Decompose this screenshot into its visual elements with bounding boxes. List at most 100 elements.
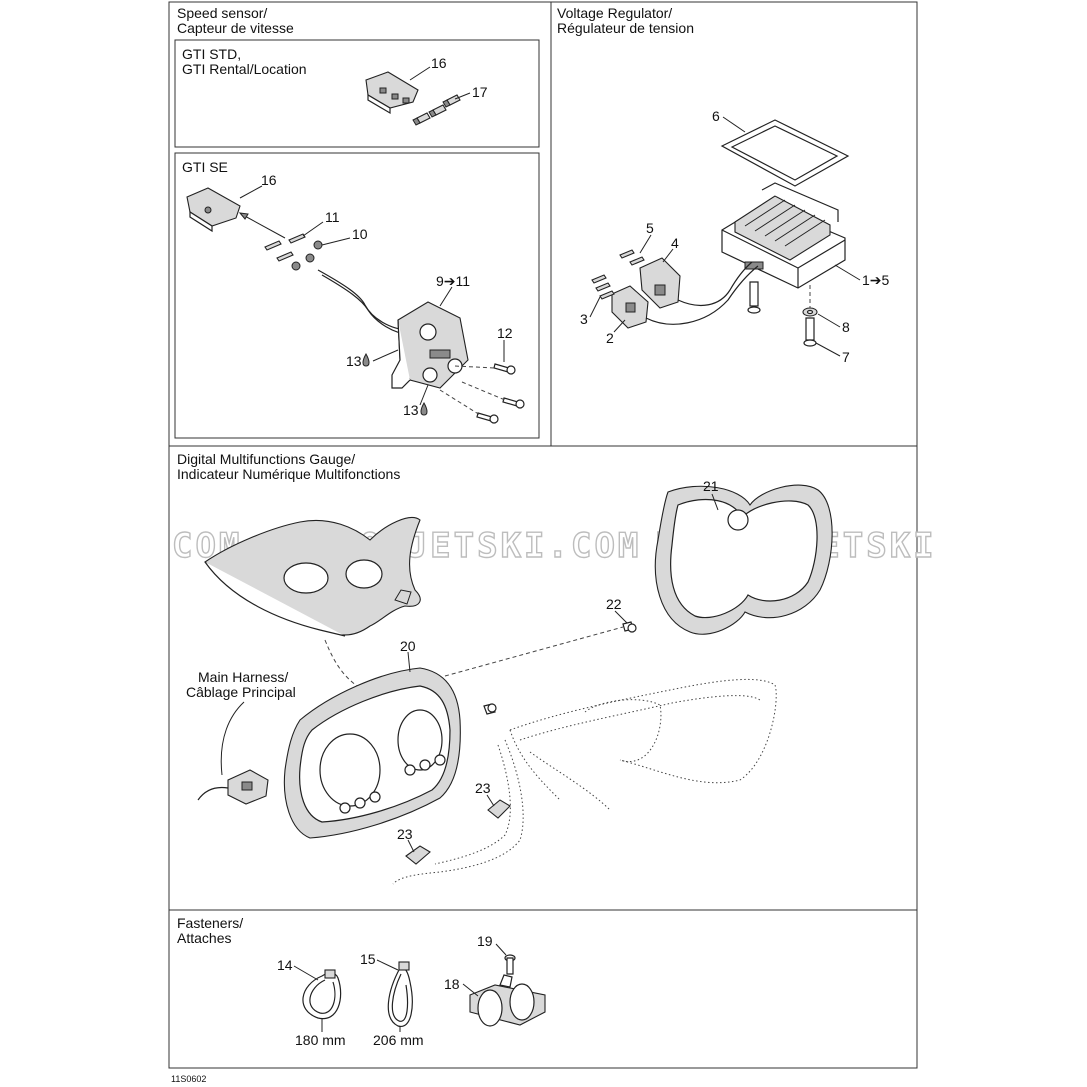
speed-sensor-title-2: Capteur de vitesse: [177, 20, 294, 36]
callout-std-17: 17: [472, 84, 488, 100]
droplet-icon: [420, 401, 428, 416]
callout-f-18: 18: [444, 976, 460, 992]
se-sensor-wire-2: [321, 274, 413, 336]
callout-vr-1-5: 1➔5: [862, 272, 890, 288]
leader-f-15: [376, 959, 399, 971]
gauge-unit-20: [283, 667, 461, 839]
se-screw-axis-3: [439, 389, 481, 416]
voltage-regulator-title-1: Voltage Regulator/: [557, 5, 672, 21]
main-harness-label-2: Câblage Principal: [186, 684, 296, 700]
gauge-rear-clip: [483, 703, 497, 715]
se-screw-axis-2: [461, 381, 506, 401]
gauge-title-2: Indicateur Numérique Multifonctions: [177, 466, 400, 482]
speed-sensor-title-1: Speed sensor/: [177, 5, 267, 21]
callout-vr-3: 3: [580, 311, 588, 327]
std-terminals-17: [412, 94, 461, 126]
leader-f-14: [293, 965, 319, 981]
main-harness-label-1: Main Harness/: [198, 669, 288, 685]
leader-f-19: [495, 943, 507, 956]
callout-vr-8: 8: [842, 319, 850, 335]
leader-se-13b: [419, 384, 429, 406]
se-seals-10: [291, 240, 323, 271]
vr-screw-head: [747, 281, 761, 314]
drawing-code: 11S0602: [171, 1074, 206, 1084]
vr-screw-7: [803, 317, 817, 347]
leader-se-9-11: [439, 286, 453, 307]
leader-vr-1-5: [834, 264, 861, 281]
droplet-icon: [362, 352, 370, 367]
gti-std-title-1: GTI STD,: [182, 46, 241, 62]
callout-vr-6: 6: [712, 108, 720, 124]
leader-vr-6: [722, 116, 746, 133]
callout-vr-7: 7: [842, 349, 850, 365]
callout-g-23a: 23: [475, 780, 491, 796]
leader-main-harness: [220, 701, 245, 776]
callout-vr-2: 2: [606, 330, 614, 346]
gauge-screw-22: [622, 621, 637, 633]
vr-connector-4: [639, 257, 681, 309]
gti-std-box: [174, 39, 540, 148]
vr-terminals-3: [591, 274, 615, 300]
callout-se-10: 10: [352, 226, 368, 242]
leader-g-22: [614, 610, 628, 624]
gauge-title-1: Digital Multifunctions Gauge/: [177, 451, 355, 467]
leader-se-10: [321, 237, 351, 246]
leader-g-23b: [407, 839, 415, 853]
gauge-harness-route: [324, 639, 361, 689]
gti-se-box: [174, 152, 540, 439]
leader-f-18: [462, 983, 479, 997]
gauge-console-outline: [392, 678, 777, 885]
callout-g-22: 22: [606, 596, 622, 612]
leader-vr-2: [613, 319, 626, 333]
callout-se-13a: 13: [346, 353, 362, 369]
fasteners-title-2: Attaches: [177, 930, 231, 946]
main-harness-connector: [197, 769, 269, 805]
tie-length-206: 206 mm: [373, 1032, 424, 1048]
gti-std-title-2: GTI Rental/Location: [182, 61, 307, 77]
arrow-se-16: [242, 214, 286, 239]
callout-g-23b: 23: [397, 826, 413, 842]
leader-std-17: [454, 92, 471, 100]
callout-se-16: 16: [261, 172, 277, 188]
vr-gasket-6: [720, 119, 850, 187]
vr-washer-8: [802, 307, 818, 317]
callout-f-14: 14: [277, 957, 293, 973]
tie-wrap-14: [302, 969, 342, 1020]
leader-g-21: [711, 493, 719, 511]
tie-wrap-15: [387, 961, 413, 1027]
leader-std-16: [409, 66, 431, 81]
se-sensor-wire: [317, 269, 411, 331]
se-terminals-11: [264, 233, 306, 262]
gti-se-title: GTI SE: [182, 159, 228, 175]
leader-se-11: [302, 221, 324, 237]
std-connector-16: [365, 71, 419, 115]
tie-length-180: 180 mm: [295, 1032, 346, 1048]
callout-vr-5: 5: [646, 220, 654, 236]
screw-19: [504, 954, 516, 975]
leader-vr-7: [815, 342, 841, 357]
callout-se-9-11: 9➔11: [436, 273, 470, 289]
leader-vr-4: [662, 248, 674, 263]
vr-harness: [677, 261, 753, 307]
gauge-cover-housing: [204, 517, 421, 637]
callout-f-15: 15: [360, 951, 376, 967]
callout-se-13b: 13: [403, 402, 419, 418]
callout-std-16: 16: [431, 55, 447, 71]
leader-vr-8: [817, 313, 841, 328]
se-screws-12: [476, 363, 525, 424]
arrow-head-se-16: [238, 212, 249, 220]
leader-g-20: [407, 651, 411, 673]
vr-connector-2: [611, 285, 649, 329]
vr-terminals-5: [619, 249, 645, 266]
vr-harness-2: [645, 265, 759, 325]
callout-se-11: 11: [325, 209, 340, 225]
leader-se-16: [239, 185, 263, 199]
voltage-regulator-title-2: Régulateur de tension: [557, 20, 694, 36]
fasteners-title-1: Fasteners/: [177, 915, 243, 931]
outer-frame: [168, 1, 918, 1069]
gauge-bezel-21: [654, 484, 833, 635]
callout-vr-4: 4: [671, 235, 679, 251]
callout-g-20: 20: [400, 638, 416, 654]
callout-f-19: 19: [477, 933, 493, 949]
gauge-screw-axis: [444, 626, 624, 677]
